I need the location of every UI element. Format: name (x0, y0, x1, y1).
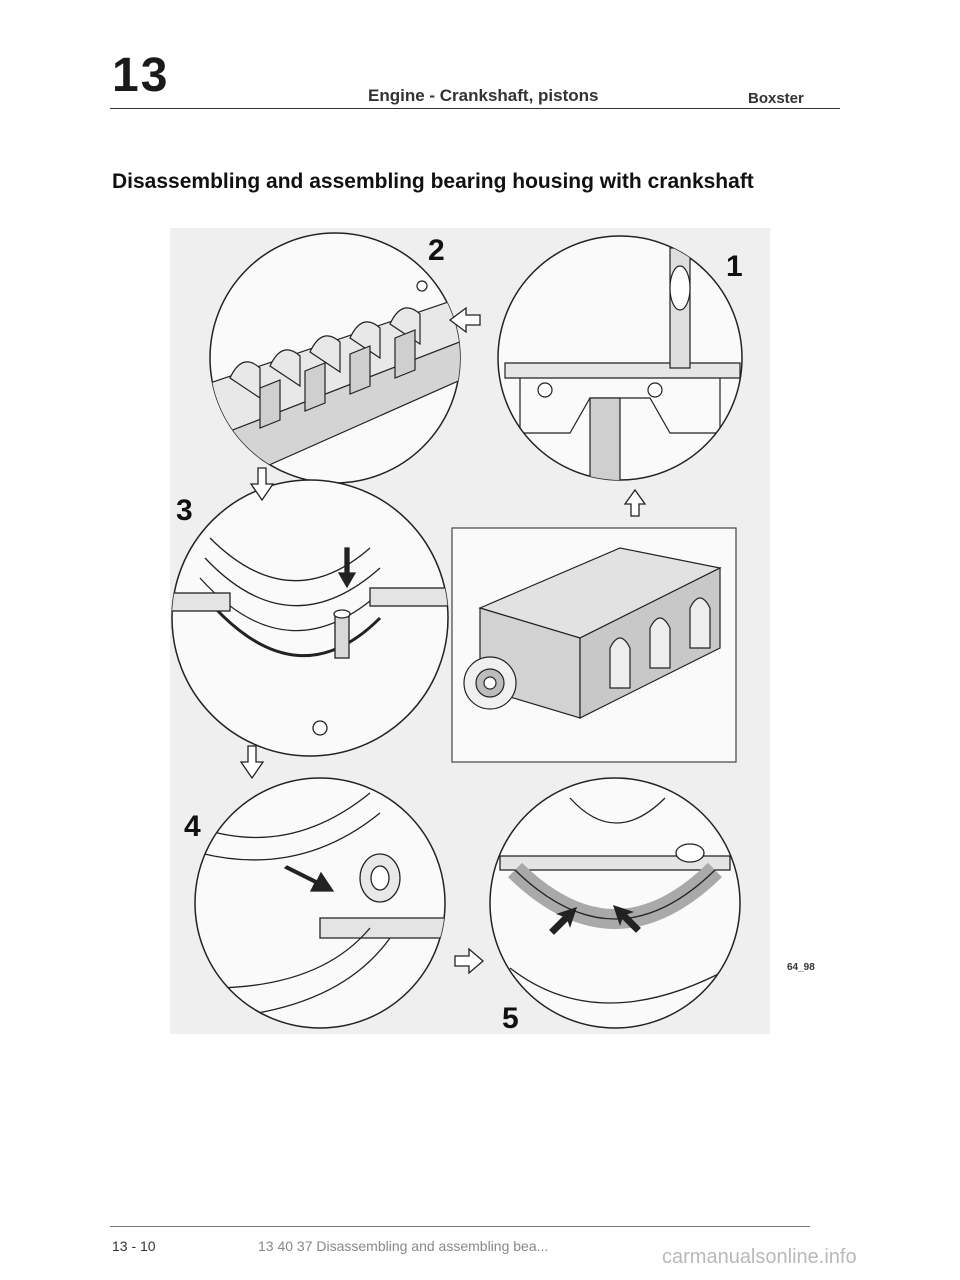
flow-arrows (239, 306, 647, 975)
watermark: carmanualsonline.info (662, 1246, 857, 1268)
header-title: Engine - Crankshaft, pistons (368, 86, 599, 105)
footer-rule (110, 1226, 810, 1227)
section-title: Disassembling and assembling bearing hou… (112, 170, 754, 193)
header-rule (110, 108, 840, 109)
figure-code: 64_98 (787, 962, 815, 973)
page-number: 13 - 10 (112, 1238, 156, 1254)
footer-reference: 13 40 37 Disassembling and assembling be… (258, 1238, 549, 1254)
step-label-1: 1 (726, 250, 743, 283)
center-engine-block (451, 527, 737, 763)
detail-circle-1 (497, 235, 743, 481)
detail-circle-4 (194, 777, 446, 1029)
detail-circle-5 (489, 777, 741, 1029)
step-label-4: 4 (184, 810, 201, 843)
assembly-illustration: 1 2 3 4 5 (170, 228, 770, 1034)
step-label-2: 2 (428, 234, 445, 267)
detail-circle-2 (209, 232, 461, 484)
detail-circle-3 (171, 479, 449, 757)
chapter-number: 13 (112, 49, 170, 102)
header-model: Boxster (748, 90, 804, 107)
step-label-5: 5 (502, 1002, 519, 1034)
step-label-3: 3 (176, 494, 193, 527)
